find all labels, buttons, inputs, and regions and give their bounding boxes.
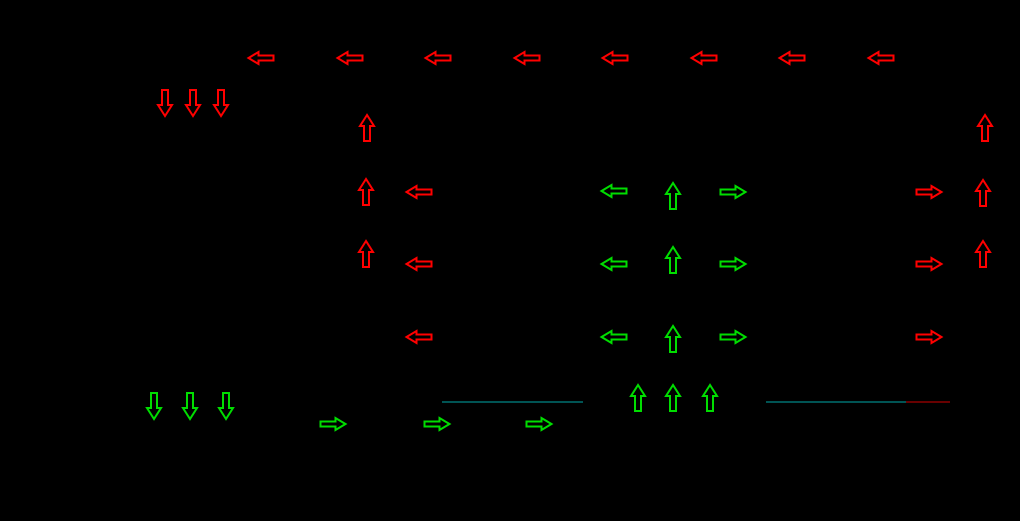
red-down-arrow xyxy=(156,89,174,118)
green-right-arrow xyxy=(423,416,452,432)
green-right-arrow xyxy=(719,256,748,272)
red-up-arrow xyxy=(357,239,375,268)
red-left-arrow xyxy=(423,50,452,66)
green-right-arrow xyxy=(319,416,348,432)
red-down-arrow xyxy=(212,89,230,118)
red-right-arrow xyxy=(915,184,944,200)
green-left-arrow xyxy=(599,183,628,199)
red-left-arrow xyxy=(512,50,541,66)
green-right-arrow xyxy=(719,184,748,200)
green-right-arrow xyxy=(719,329,748,345)
red-left-arrow xyxy=(689,50,718,66)
red-left-arrow xyxy=(404,184,433,200)
red-right-arrow xyxy=(915,256,944,272)
red-up-arrow xyxy=(976,113,994,142)
red-up-arrow xyxy=(358,113,376,142)
green-up-arrow xyxy=(664,181,682,210)
green-up-arrow xyxy=(629,383,647,412)
green-up-arrow xyxy=(664,324,682,353)
red-up-arrow xyxy=(974,178,992,207)
green-down-arrow xyxy=(181,392,199,421)
green-left-arrow xyxy=(599,256,628,272)
green-up-arrow xyxy=(664,245,682,274)
red-up-arrow xyxy=(974,239,992,268)
red-left-arrow xyxy=(404,329,433,345)
red-up-arrow xyxy=(357,177,375,206)
red-left-arrow xyxy=(866,50,895,66)
red-down-arrow xyxy=(184,89,202,118)
red-left-arrow xyxy=(246,50,275,66)
red-right-arrow xyxy=(915,329,944,345)
green-left-arrow xyxy=(599,329,628,345)
red-left-arrow xyxy=(600,50,629,66)
green-up-arrow xyxy=(701,383,719,412)
green-down-arrow xyxy=(217,392,235,421)
red-left-arrow xyxy=(404,256,433,272)
green-down-arrow xyxy=(145,392,163,421)
red-left-arrow xyxy=(335,50,364,66)
green-right-arrow xyxy=(525,416,554,432)
green-up-arrow xyxy=(664,383,682,412)
red-left-arrow xyxy=(777,50,806,66)
